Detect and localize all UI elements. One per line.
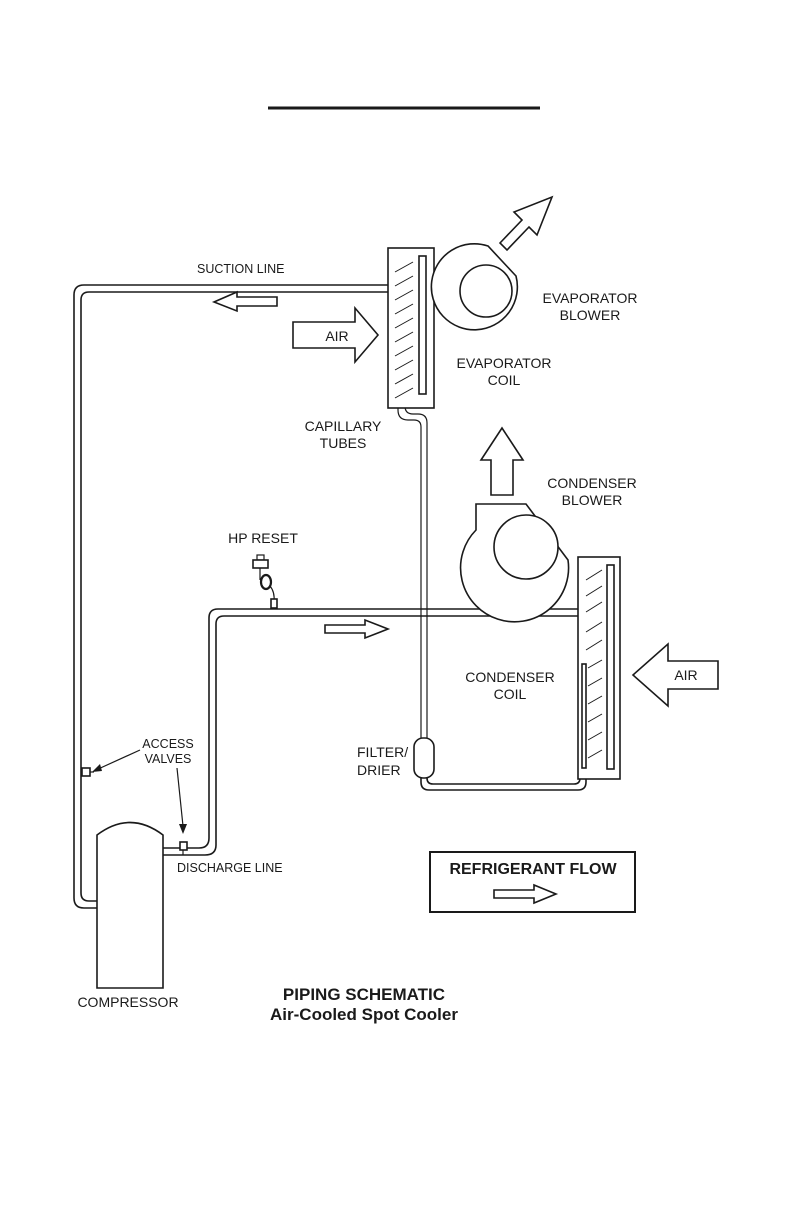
evaporator-blower: [431, 244, 517, 330]
condenser-air-arrow: AIR: [633, 644, 718, 706]
condenser-coil: [578, 557, 620, 779]
evaporator-blower-label-line2: BLOWER: [560, 307, 621, 323]
filter-drier-label-line1: FILTER/: [357, 744, 408, 760]
discharge-line-label: DISCHARGE LINE: [177, 861, 283, 875]
access-valves-label-line2: VALVES: [145, 752, 192, 766]
evaporator-exhaust-arrow: [500, 197, 552, 250]
filter-drier-label-line2: DRIER: [357, 762, 401, 778]
suction-line-pipe: [74, 285, 388, 908]
access-valves-label-line1: ACCESS: [142, 737, 193, 751]
evaporator-coil-label-line2: COIL: [488, 372, 521, 388]
evaporator-air-label: AIR: [325, 328, 348, 344]
condenser-air-label: AIR: [674, 667, 697, 683]
evaporator-coil: [388, 248, 434, 408]
refrigerant-flow-legend: REFRIGERANT FLOW: [430, 852, 635, 912]
hp-reset-label: HP RESET: [228, 530, 298, 546]
discharge-flow-arrow: [325, 620, 388, 638]
evaporator-air-arrow: AIR: [293, 308, 378, 362]
condenser-exhaust-arrow: [481, 428, 523, 495]
access-valve-suction: [82, 768, 94, 776]
suction-line-label: SUCTION LINE: [197, 262, 285, 276]
condenser-blower-label-line2: BLOWER: [562, 492, 623, 508]
legend-title: REFRIGERANT FLOW: [449, 861, 617, 878]
compressor: [97, 823, 163, 989]
capillary-tubes: [398, 400, 427, 745]
filter-drier: [414, 738, 434, 778]
evaporator-blower-label-line1: EVAPORATOR: [543, 290, 638, 306]
condenser-blower-label-line1: CONDENSER: [547, 475, 636, 491]
capillary-tubes-label-line1: CAPILLARY: [305, 418, 382, 434]
condenser-coil-label-line1: CONDENSER: [465, 669, 554, 685]
suction-flow-arrow: [214, 292, 277, 311]
hp-reset-switch: [253, 555, 277, 608]
compressor-label: COMPRESSOR: [77, 994, 178, 1010]
condenser-coil-label-line2: COIL: [494, 686, 527, 702]
evaporator-coil-label-line1: EVAPORATOR: [457, 355, 552, 371]
caption-title: PIPING SCHEMATIC: [283, 985, 445, 1004]
capillary-tubes-label-line2: TUBES: [320, 435, 367, 451]
discharge-line-pipe: [163, 609, 578, 855]
condenser-blower: [461, 504, 569, 622]
access-valve-discharge: [180, 842, 187, 855]
caption-subtitle: Air-Cooled Spot Cooler: [270, 1005, 458, 1024]
